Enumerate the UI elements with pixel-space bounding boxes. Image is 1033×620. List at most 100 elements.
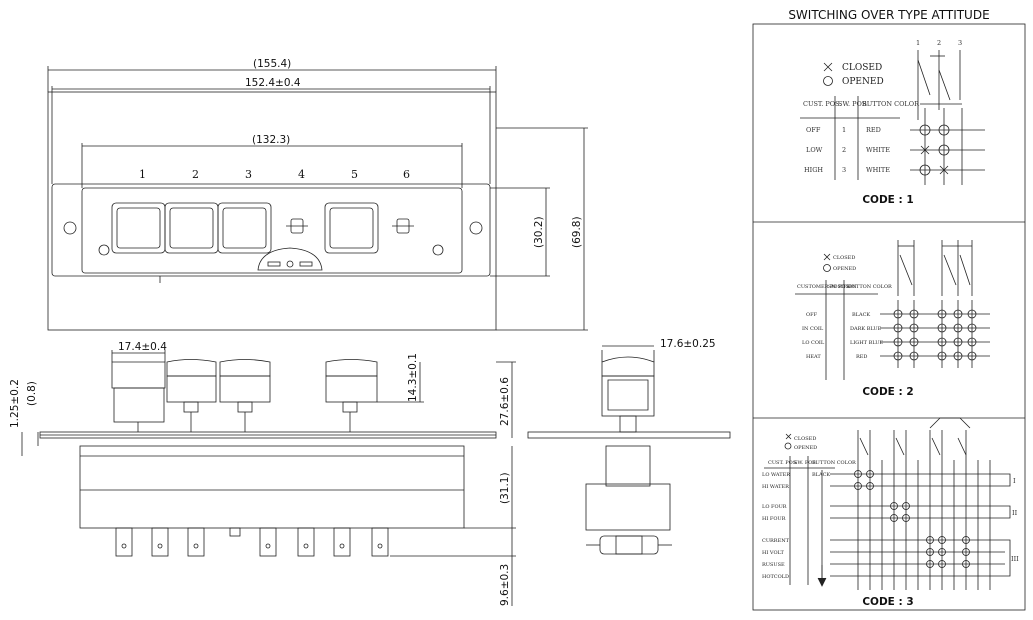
code2-row4-color: RED	[856, 354, 867, 360]
code3-grid	[830, 460, 1005, 590]
code3-legend-opened: OPENED	[794, 445, 817, 451]
code3-diagram	[764, 417, 1011, 590]
connector-4	[286, 218, 308, 234]
code3-row-6: HI VOLT	[762, 550, 784, 556]
panel-border	[752, 23, 1026, 611]
code3-header-color: BUTTON COLOR	[812, 460, 856, 466]
button-window-5	[324, 202, 379, 254]
front-dimensions	[47, 66, 588, 331]
code3-group-1: I	[1013, 477, 1016, 485]
code3-row-1: LO WATER	[762, 472, 790, 478]
dim-button-travel: 14.3±0.1	[407, 353, 419, 402]
code2-legend-closed: CLOSED	[833, 255, 855, 261]
dim-body-height: 27.6±0.6	[499, 377, 511, 426]
code3-row-8: HOTCOLD	[762, 574, 789, 580]
panel-title: SWITCHING OVER TYPE ATTITUDE	[788, 8, 989, 22]
code1-legend-closed: CLOSED	[842, 63, 882, 73]
button-number-4: 4	[298, 168, 305, 181]
code2-header-cust: CUSTOMER POSITION	[797, 284, 857, 290]
button-number-1: 1	[139, 168, 146, 181]
code1-row3-color: WHITE	[866, 166, 890, 174]
dim-terminal-length: 9.6±0.3	[499, 564, 511, 606]
code1-row2-cust: LOW	[806, 146, 823, 154]
dim-height-inner: (30.2)	[533, 216, 545, 248]
code1-header-sw: SW. POS.	[838, 100, 868, 108]
dim-inner-width: (132.3)	[252, 134, 290, 146]
switching-panel	[752, 23, 1026, 611]
connector-6	[392, 218, 414, 234]
code1-row1-cust: OFF	[806, 126, 821, 134]
elevation-button-5	[325, 359, 378, 432]
dim-height-total: (69.8)	[571, 216, 583, 248]
button-window-2	[164, 202, 219, 254]
pilot-lamp	[257, 247, 323, 271]
mount-hole-left	[63, 221, 77, 235]
code2-row1-color: BLACK	[852, 312, 870, 318]
button-window-3	[217, 202, 272, 254]
code1-row1-sw: 1	[842, 126, 846, 134]
mounting-plate	[51, 183, 491, 277]
code1-row2-color: WHITE	[866, 146, 890, 154]
code2-legend-opened: OPENED	[833, 266, 856, 272]
button-window-1	[111, 202, 166, 254]
terminals	[115, 527, 389, 557]
code2-row3-cust: LO COIL	[802, 340, 825, 346]
code1-header-cust: CUST. POS.	[803, 100, 841, 108]
switch-housing	[81, 187, 463, 274]
elevation-button-1	[111, 361, 166, 432]
code1-pin-3: 3	[958, 39, 962, 47]
code2-row1-cust: OFF	[806, 312, 818, 318]
code3-header-cust: CUST. POS.	[768, 460, 798, 466]
elevation-button-3	[219, 359, 271, 432]
code3-row-4: HI FOUR	[762, 516, 786, 522]
code3-top-color: BLACK	[812, 472, 830, 478]
code3-row-7: RUSUSE	[762, 562, 785, 568]
code3-legend-closed: CLOSED	[794, 436, 816, 442]
code3-row-5: CURRENT	[762, 538, 790, 544]
front-view	[47, 91, 497, 331]
code1-pin-1: 1	[916, 39, 920, 47]
code3-row-2: HI WATER	[762, 484, 789, 490]
dim-mount-width: 152.4±0.4	[245, 77, 301, 89]
button-numbers: 1 2 3 4 5 6	[139, 168, 410, 181]
code2-header-color: BUTTON COLOR	[848, 284, 892, 290]
button-number-6: 6	[403, 168, 410, 181]
code1-header-color: BUTTON COLOR	[862, 100, 920, 108]
code3-group-3: III	[1011, 555, 1019, 563]
code3-row-3: LO FOUR	[762, 504, 787, 510]
code2-row2-color: DARK BLUE	[850, 326, 882, 332]
elevation-view	[21, 350, 516, 606]
code2-row3-color: LIGHT BLUE	[850, 340, 884, 346]
dim-housing-height: (31.1)	[499, 472, 511, 504]
dim-side-width: 17.6±0.25	[660, 338, 716, 350]
code3-label: CODE : 3	[862, 596, 913, 608]
code1-diagram	[800, 50, 985, 185]
button-number-3: 3	[245, 168, 252, 181]
elevation-housing	[79, 445, 465, 529]
code1-row3-cust: HIGH	[804, 166, 823, 174]
dim-overall-width: (155.4)	[253, 58, 291, 70]
dim-gap: (0.8)	[26, 381, 38, 406]
code3-header-sw: SW. POS.	[794, 460, 818, 466]
code1-label: CODE : 1	[862, 194, 913, 206]
code1-legend-opened: OPENED	[842, 77, 884, 87]
end-view	[527, 345, 731, 555]
code1-pin-2: 2	[937, 39, 941, 47]
code3-group-2: II	[1012, 509, 1018, 517]
mount-hole-right	[469, 221, 483, 235]
dim-button-width: 17.4±0.4	[118, 341, 167, 353]
screw-hole-left	[98, 244, 110, 256]
code2-row2-cust: IN COIL	[802, 326, 824, 332]
code1-row1-color: RED	[866, 126, 881, 134]
screw-hole-right	[432, 244, 444, 256]
outer-panel-outline	[47, 91, 497, 331]
code2-diagram	[795, 240, 990, 380]
dim-plate-thickness: 1.25±0.2	[9, 379, 21, 428]
button-number-5: 5	[351, 168, 358, 181]
code1-row2-sw: 2	[842, 146, 846, 154]
elevation-button-2	[166, 359, 217, 432]
code1-row3-sw: 3	[842, 166, 846, 174]
code2-row4-cust: HEAT	[806, 354, 821, 360]
button-number-2: 2	[192, 168, 199, 181]
